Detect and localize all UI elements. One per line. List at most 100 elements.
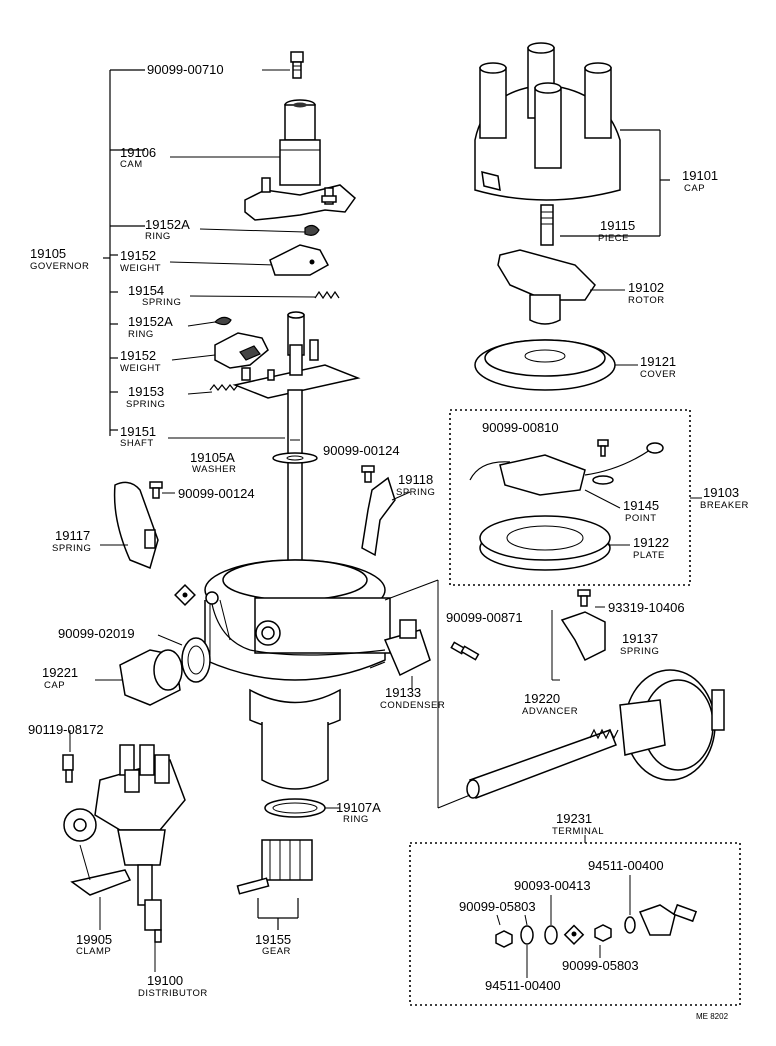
svg-text:94511-00400: 94511-00400 (588, 858, 664, 873)
label-94511-00400-bottom: 94511-00400 (485, 978, 561, 993)
label-90099-00871: 90099-00871 (446, 610, 523, 625)
svg-text:POINT: POINT (625, 513, 657, 524)
svg-text:19100: 19100 (147, 973, 183, 988)
svg-text:19118: 19118 (398, 472, 433, 487)
washer-19105A (272, 452, 318, 464)
svg-text:SPRING: SPRING (52, 543, 91, 554)
label-19105A: 19105A WASHER (190, 450, 236, 475)
advancer-19220 (466, 669, 725, 799)
svg-text:19102: 19102 (628, 280, 664, 295)
svg-text:GOVERNOR: GOVERNOR (30, 261, 89, 272)
svg-text:19105A: 19105A (190, 450, 235, 465)
label-93319-10406: 93319-10406 (608, 600, 685, 615)
svg-text:19122: 19122 (633, 535, 669, 550)
label-19103: 19103 BREAKER (700, 485, 749, 511)
label-19137: 19137 SPRING (620, 631, 659, 657)
svg-text:WEIGHT: WEIGHT (120, 263, 161, 274)
ring-19152A-bottom (213, 316, 232, 326)
svg-text:CAP: CAP (44, 680, 65, 691)
svg-text:GEAR: GEAR (262, 946, 291, 957)
screw-90099-00871 (450, 641, 480, 661)
svg-text:19152A: 19152A (145, 217, 190, 232)
svg-text:SPRING: SPRING (126, 399, 165, 410)
svg-text:COVER: COVER (640, 369, 676, 380)
label-90099-05803-left: 90099-05803 (459, 899, 536, 914)
svg-text:90119-08172: 90119-08172 (28, 722, 104, 737)
svg-text:19107A: 19107A (336, 800, 381, 815)
svg-text:SPRING: SPRING (620, 646, 659, 657)
svg-text:19145: 19145 (623, 498, 659, 513)
label-19118: 19118 SPRING (396, 472, 435, 498)
svg-text:19221: 19221 (42, 665, 78, 680)
svg-text:ROTOR: ROTOR (628, 295, 665, 306)
svg-text:BREAKER: BREAKER (700, 500, 749, 511)
label-90099-00710: 90099-00710 (147, 62, 224, 77)
spring-19137 (551, 610, 606, 681)
svg-text:DISTRIBUTOR: DISTRIBUTOR (138, 988, 208, 999)
svg-text:90099-00810: 90099-00810 (482, 420, 559, 435)
svg-text:19121: 19121 (640, 354, 676, 369)
label-19221: 19221 CAP (42, 665, 78, 691)
svg-text:SHAFT: SHAFT (120, 438, 154, 449)
label-19105: 19105 GOVERNOR (30, 246, 89, 272)
svg-text:90099-05803: 90099-05803 (562, 958, 639, 973)
label-19231: 19231 TERMINAL (552, 811, 604, 837)
cap-19221 (95, 649, 183, 706)
svg-text:RING: RING (145, 231, 171, 242)
svg-text:19106: 19106 (120, 145, 156, 160)
svg-text:RING: RING (343, 814, 369, 825)
plate-19122 (479, 515, 630, 571)
label-19152-top: 19152 WEIGHT (120, 248, 161, 274)
svg-text:CAP: CAP (684, 183, 705, 194)
svg-text:SPRING: SPRING (396, 487, 435, 498)
label-19102: 19102 ROTOR (628, 280, 665, 306)
svg-text:90099-00710: 90099-00710 (147, 62, 224, 77)
governor-bracket-lines (103, 69, 316, 439)
svg-text:90099-00124: 90099-00124 (323, 443, 400, 458)
svg-text:19152A: 19152A (128, 314, 173, 329)
svg-text:19220: 19220 (524, 691, 560, 706)
svg-text:WASHER: WASHER (192, 464, 236, 475)
svg-text:19105: 19105 (30, 246, 66, 261)
label-19905: 19905 CLAMP (76, 932, 112, 957)
terminal-parts (495, 875, 698, 978)
label-19107A: 19107A RING (336, 800, 381, 825)
label-19121: 19121 COVER (640, 354, 676, 380)
label-19106: 19106 CAM (120, 145, 156, 170)
label-94511-00400-top: 94511-00400 (588, 858, 664, 873)
reference-mark-left (174, 584, 196, 606)
screw-90099-00124-right (361, 465, 375, 483)
label-19220: 19220 ADVANCER (522, 691, 578, 717)
svg-text:ME 8202: ME 8202 (696, 1012, 729, 1021)
rotor-19102 (497, 249, 625, 325)
cap-19101 (474, 42, 621, 201)
label-19115: 19115 PIECE (598, 218, 635, 244)
svg-text:19153: 19153 (128, 384, 164, 399)
svg-text:19154: 19154 (128, 283, 164, 298)
svg-text:ADVANCER: ADVANCER (522, 706, 578, 717)
svg-text:19101: 19101 (682, 168, 718, 183)
cover-19121 (474, 339, 638, 391)
svg-text:19133: 19133 (385, 685, 421, 700)
svg-text:19137: 19137 (622, 631, 658, 646)
svg-text:19103: 19103 (703, 485, 739, 500)
weight-19152-bottom (214, 332, 269, 369)
svg-text:PLATE: PLATE (633, 550, 665, 561)
condenser-19133 (369, 619, 431, 690)
point-19145 (469, 439, 664, 509)
svg-text:19152: 19152 (120, 348, 156, 363)
connection-lines-right (384, 579, 471, 809)
governor-parts (209, 51, 361, 601)
cam-19106 (244, 99, 357, 221)
label-90093-00413: 90093-00413 (514, 878, 591, 893)
label-19152-bottom: 19152 WEIGHT (120, 348, 161, 374)
svg-text:90093-00413: 90093-00413 (514, 878, 591, 893)
spring-19118 (361, 476, 411, 557)
label-19100: 19100 DISTRIBUTOR (138, 973, 208, 999)
terminal-group-box (409, 842, 741, 1006)
svg-text:19155: 19155 (255, 932, 291, 947)
svg-text:90099-02019: 90099-02019 (58, 626, 135, 641)
bolt-90099-00710 (290, 51, 304, 79)
svg-text:SPRING: SPRING (142, 297, 181, 308)
svg-text:WEIGHT: WEIGHT (120, 363, 161, 374)
